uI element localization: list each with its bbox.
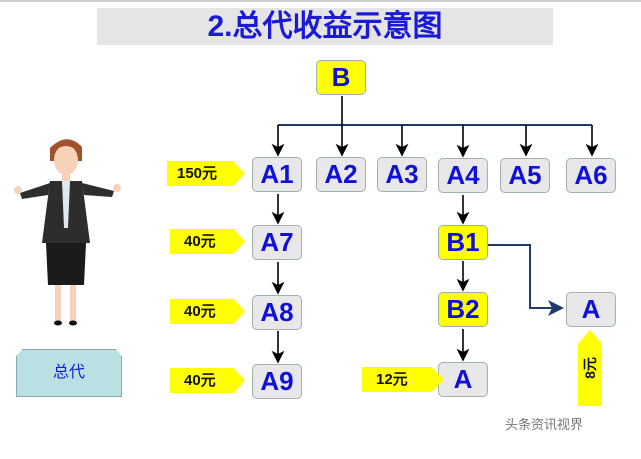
income-tag-a9: 40元 [170,368,245,393]
page-title: 2.总代收益示意图 [97,8,553,45]
income-tag-a-bottom: 12元 [362,367,444,392]
node-A2: A2 [316,157,366,192]
node-A3: A3 [377,157,427,192]
income-tag-a7: 40元 [170,229,245,254]
income-tag-a8: 40元 [170,299,245,324]
node-A5: A5 [500,158,550,193]
businesswoman-illustration [14,139,121,326]
node-A-bottom: A [438,362,488,397]
node-A9: A9 [252,364,302,399]
role-box-zongdai: 总代 [16,349,122,397]
watermark: 头条资讯视界 [505,417,584,432]
node-A7: A7 [252,225,302,260]
node-B: B [316,60,366,95]
node-A4: A4 [438,158,488,193]
node-B2: B2 [438,292,488,327]
node-A6: A6 [566,158,616,193]
node-A8: A8 [252,295,302,330]
node-B1: B1 [438,225,488,260]
top-border [0,0,641,2]
income-tag-a-right-text: 8元 [582,357,598,379]
node-A-right: A [566,292,616,327]
income-tag-a-right: 8元 [578,330,602,406]
node-A1: A1 [252,157,302,192]
income-tag-a1: 150元 [167,161,245,186]
